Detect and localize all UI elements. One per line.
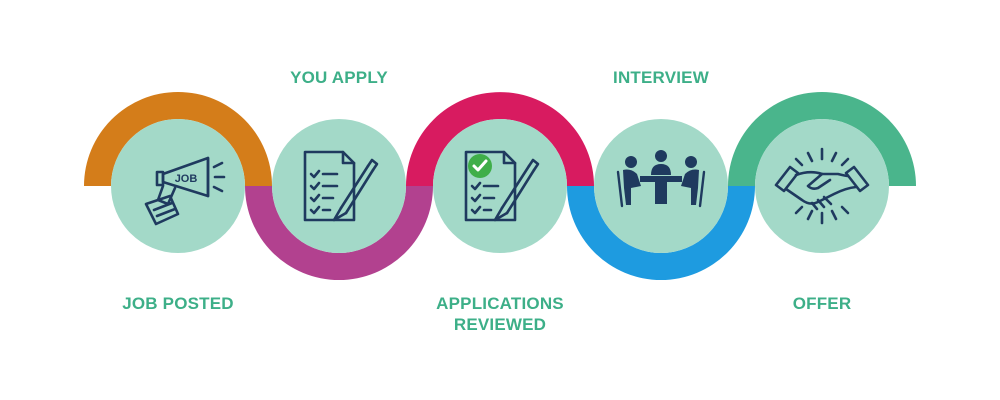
megaphone-job-text: JOB	[175, 173, 198, 185]
step-5-label: OFFER	[792, 294, 852, 313]
application-form-pen-icon	[303, 150, 379, 222]
step-2-label: YOU APPLY	[290, 68, 388, 87]
step-4-label: INTERVIEW	[613, 68, 709, 87]
step-3-arc	[406, 92, 594, 186]
step-1-arc	[84, 92, 272, 186]
handshake-icon	[774, 147, 870, 225]
approved-form-pen-icon	[464, 150, 540, 222]
step-3-circle	[433, 119, 567, 253]
step-3-label: APPLICATIONS REVIEWED	[436, 294, 564, 334]
step-5-arc	[728, 92, 916, 186]
megaphone-icon: JOB	[144, 156, 226, 226]
step-1-label: JOB POSTED	[122, 294, 234, 313]
step-2-arc	[245, 186, 433, 280]
approved-check-badge-icon	[468, 154, 492, 178]
step-2-circle	[272, 119, 406, 253]
meeting-table-icon	[616, 150, 706, 208]
step-4-arc	[567, 186, 755, 280]
